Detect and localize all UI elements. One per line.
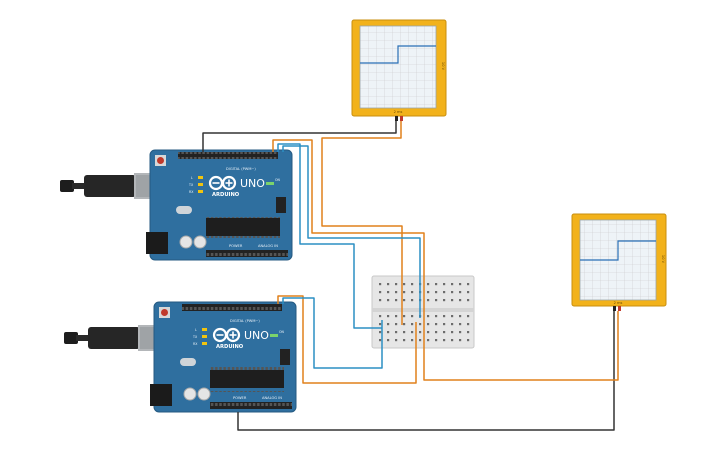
arduino-board-2[interactable]: ARDUINO UNO DIGITAL (PWM~) POWER ANALOG … — [64, 301, 297, 413]
led-l-label: L — [191, 176, 193, 180]
analog-header-label: ANALOG IN — [258, 244, 278, 248]
digital-header-label: DIGITAL (PWM~) — [226, 167, 256, 171]
arduino-board-1[interactable]: ARDUINO UNO DIGITAL (PWM~) POWER ANALOG … — [60, 149, 293, 261]
wire-black-1[interactable] — [202, 121, 397, 152]
led-tx-label: TX — [188, 183, 194, 187]
arduino-brand-label: ARDUINO — [212, 192, 240, 198]
scope-side-label: 10 V — [441, 62, 445, 71]
led-on-label: ON — [275, 178, 281, 182]
led-l-label: L — [195, 328, 197, 332]
digital-header-label: DIGITAL (PWM~) — [230, 319, 260, 323]
wire-orange-3[interactable] — [277, 295, 417, 384]
oscilloscope-1[interactable]: 10 V 2 ms — [351, 19, 447, 121]
wire-blue-2[interactable] — [282, 145, 421, 318]
wire-black-2[interactable] — [237, 311, 615, 431]
arduino-model-label: UNO — [244, 329, 269, 342]
arduino-brand-label: ARDUINO — [216, 344, 244, 350]
wires — [202, 121, 619, 431]
wire-blue-3[interactable] — [282, 297, 383, 369]
scope-trace — [580, 240, 656, 261]
scope-trace — [360, 45, 436, 64]
led-on-label: ON — [279, 330, 285, 334]
led-rx-label: RX — [189, 190, 194, 194]
power-header-label: POWER — [233, 396, 247, 400]
arduino-logo-icon — [212, 327, 241, 343]
usb-cable-icon — [64, 325, 168, 351]
breadboard[interactable] — [371, 275, 475, 349]
power-header-label: POWER — [229, 244, 243, 248]
led-tx-label: TX — [192, 335, 198, 339]
scope-bottom-label: 2 ms — [614, 301, 623, 305]
led-rx-label: RX — [193, 342, 198, 346]
wire-orange-2[interactable] — [321, 121, 403, 325]
scope-bottom-label: 2 ms — [394, 110, 403, 114]
arduino-model-label: UNO — [240, 177, 265, 190]
analog-header-label: ANALOG IN — [262, 396, 282, 400]
usb-cable-icon — [60, 173, 164, 199]
wire-orange-1[interactable] — [272, 139, 619, 381]
scope-side-label: 10 V — [661, 255, 665, 264]
arduino-logo-icon — [208, 175, 237, 191]
wire-blue-1[interactable] — [277, 143, 382, 329]
oscilloscope-2[interactable]: 10 V 2 ms — [571, 213, 667, 311]
